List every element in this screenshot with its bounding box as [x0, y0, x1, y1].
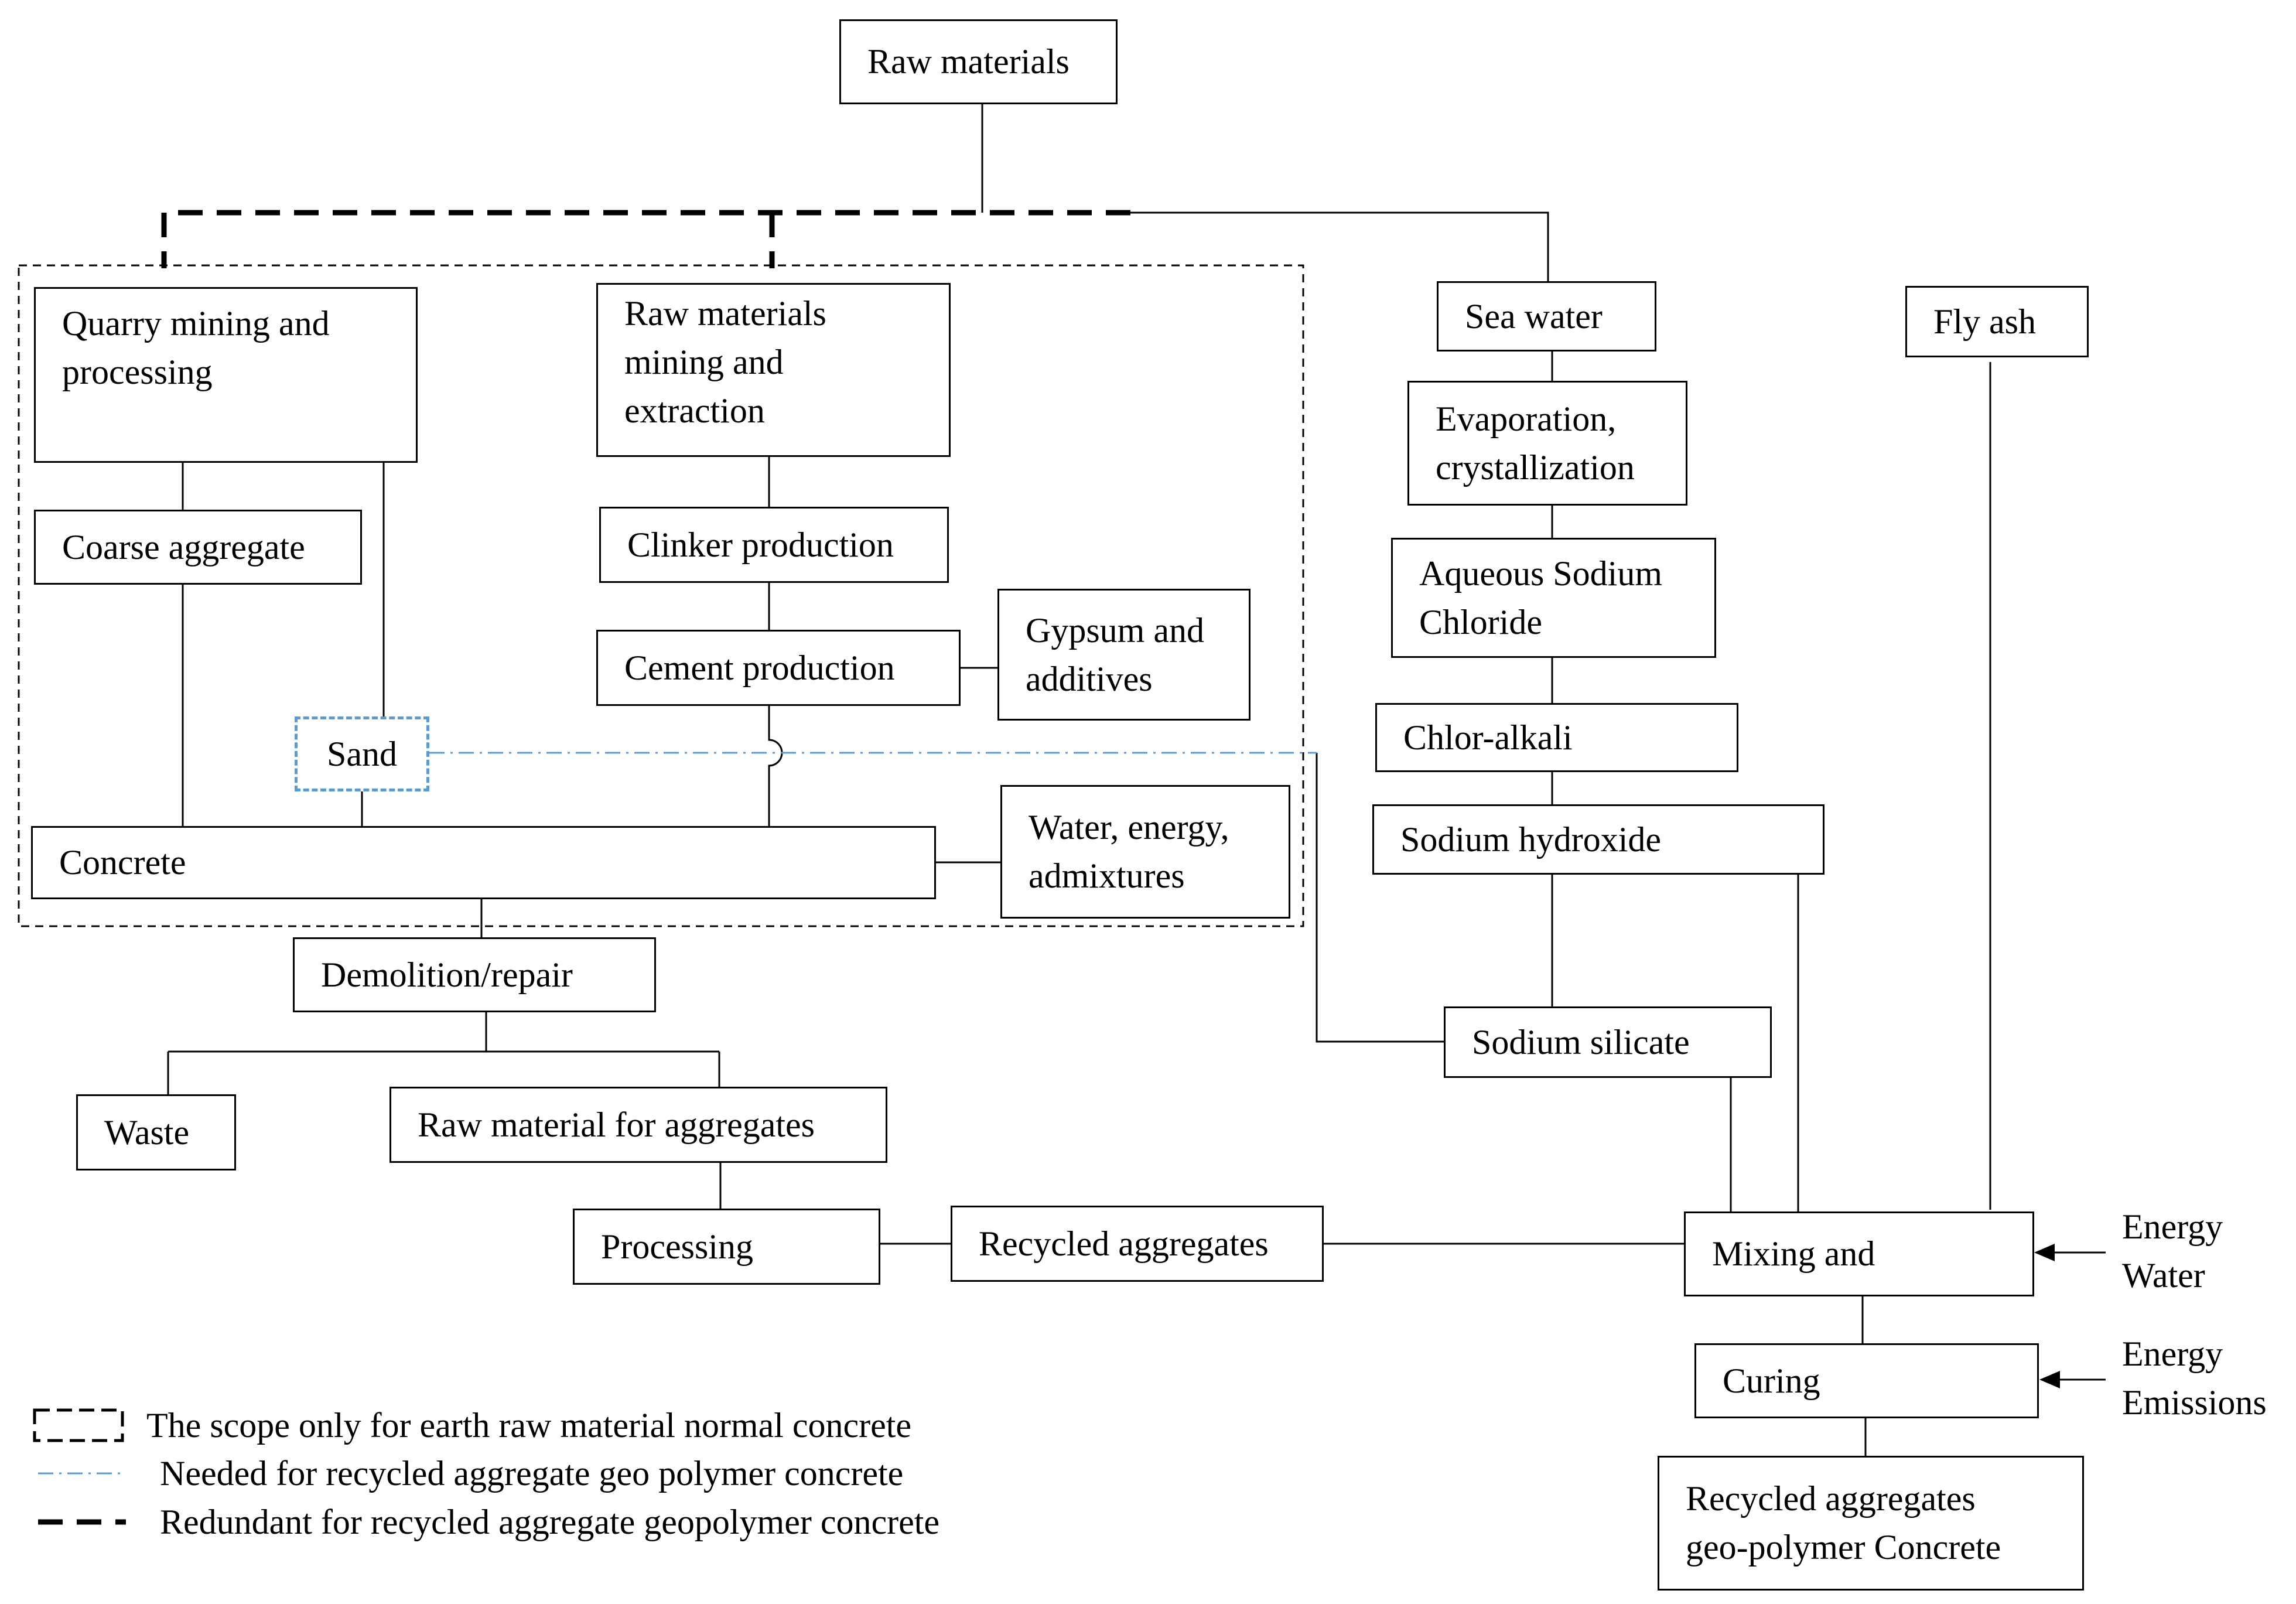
legend-dashed-box-swatch [33, 1408, 124, 1442]
raw-materials-node: Raw materials [839, 19, 1118, 104]
legend-text: The scope only for earth raw material no… [146, 1405, 912, 1445]
curing-node: Curing [1694, 1343, 2039, 1418]
evaporation-label: Evaporation, crystallization [1436, 399, 1635, 487]
mixing-node: Mixing and [1684, 1211, 2034, 1296]
aqueous-sodium-chloride-node: Aqueous Sodium Chloride [1391, 538, 1716, 658]
legend-text: Needed for recycled aggregate geo polyme… [160, 1453, 904, 1493]
quarry-mining-node: Quarry mining and processing [34, 287, 418, 463]
demolition-repair-label: Demolition/repair [321, 955, 573, 994]
legend-item-needed: Needed for recycled aggregate geo polyme… [32, 1450, 903, 1497]
mixing-inputs-label: Energy Water [2122, 1207, 2223, 1295]
concrete-node: Concrete [31, 826, 936, 899]
legend-item-redundant: Redundant for recycled aggregate geopoly… [32, 1499, 939, 1545]
processing-label: Processing [601, 1227, 753, 1266]
sand-node: Sand [295, 716, 429, 791]
quarry-mining-label: Quarry mining and processing [62, 304, 330, 391]
legend-text: Redundant for recycled aggregate geopoly… [160, 1502, 940, 1541]
legend-item-scope: The scope only for earth raw material no… [32, 1402, 911, 1449]
raw-materials-mining-node: Raw materials mining and extraction [596, 283, 951, 457]
connector [1316, 753, 1444, 1043]
recycled-aggregates-node: Recycled aggregates [951, 1206, 1324, 1282]
coarse-aggregate-label: Coarse aggregate [62, 527, 305, 566]
raw-material-for-aggregates-node: Raw material for aggregates [390, 1087, 887, 1163]
gypsum-additives-node: Gypsum and additives [997, 589, 1250, 721]
curing-label: Curing [1723, 1361, 1820, 1400]
sand-label: Sand [327, 734, 397, 773]
evaporation-node: Evaporation, crystallization [1407, 381, 1687, 506]
chlor-alkali-node: Chlor-alkali [1375, 703, 1738, 772]
sodium-hydroxide-label: Sodium hydroxide [1400, 820, 1661, 859]
coarse-aggregate-node: Coarse aggregate [34, 510, 362, 585]
demolition-repair-node: Demolition/repair [293, 937, 656, 1012]
mixing-label: Mixing and [1712, 1234, 1875, 1273]
arrow-head [2034, 1244, 2055, 1261]
fly-ash-label: Fly ash [1933, 302, 2037, 341]
waste-node: Waste [76, 1094, 236, 1170]
cement-production-label: Cement production [624, 648, 895, 687]
legend-thick-dash-swatch [38, 1519, 126, 1525]
sodium-silicate-label: Sodium silicate [1472, 1022, 1690, 1062]
scope-boundary [18, 264, 1304, 927]
waste-label: Waste [104, 1112, 190, 1152]
connector [768, 705, 783, 828]
redundant-connector [161, 210, 1130, 268]
aqueous-sodium-chloride-label: Aqueous Sodium Chloride [1419, 554, 1663, 641]
raw-materials-label: Raw materials [867, 42, 1070, 81]
raw-materials-mining-label: Raw materials mining and extraction [624, 294, 826, 430]
sodium-silicate-node: Sodium silicate [1444, 1006, 1772, 1078]
legend-dash-dot-swatch [38, 1472, 126, 1475]
clinker-production-node: Clinker production [599, 507, 949, 583]
clinker-production-label: Clinker production [627, 525, 894, 564]
sodium-hydroxide-node: Sodium hydroxide [1372, 804, 1824, 875]
connector [1130, 211, 1549, 281]
processing-node: Processing [573, 1209, 880, 1285]
water-energy-admixtures-label: Water, energy, admixtures [1029, 808, 1229, 895]
fly-ash-node: Fly ash [1905, 286, 2089, 357]
sea-water-label: Sea water [1465, 296, 1603, 336]
gypsum-additives-label: Gypsum and additives [1026, 610, 1204, 698]
cement-production-node: Cement production [596, 630, 961, 706]
raw-material-for-aggregates-label: Raw material for aggregates [418, 1105, 815, 1144]
curing-inputs-label: Energy Emissions [2122, 1335, 2267, 1422]
arrow-head [2039, 1371, 2060, 1388]
final-product-node: Recycled aggregates geo-polymer Concrete [1658, 1456, 2084, 1591]
chlor-alkali-label: Chlor-alkali [1403, 718, 1573, 757]
concrete-label: Concrete [59, 843, 186, 882]
final-product-label: Recycled aggregates geo-polymer Concrete [1686, 1479, 2001, 1567]
sea-water-node: Sea water [1437, 281, 1656, 351]
recycled-aggregates-label: Recycled aggregates [979, 1224, 1269, 1263]
water-energy-admixtures-node: Water, energy, admixtures [1000, 785, 1290, 919]
